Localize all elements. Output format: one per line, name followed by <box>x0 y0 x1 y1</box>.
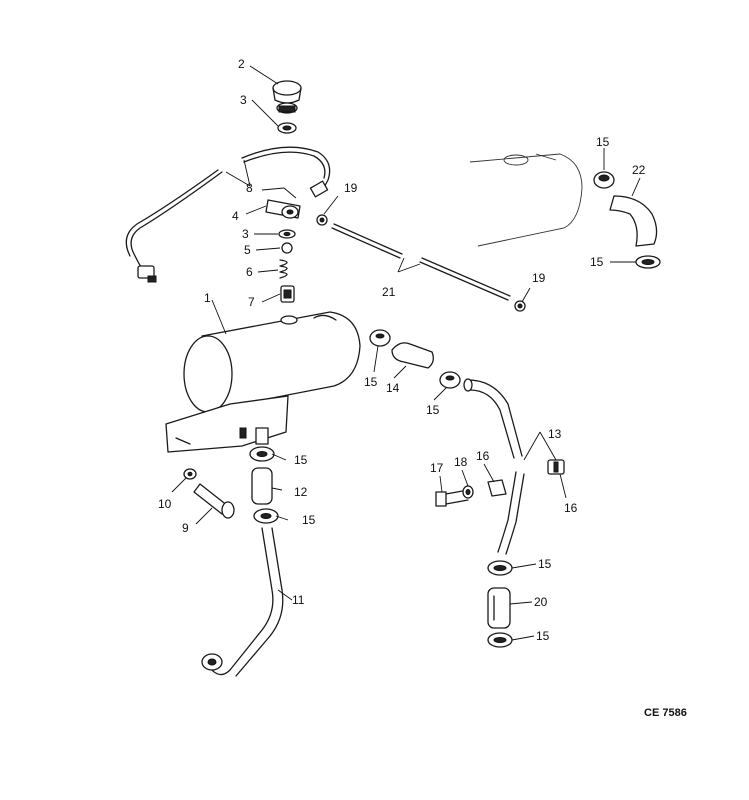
callout-12: 12 <box>294 485 308 499</box>
drain-pipe <box>201 527 284 677</box>
hose-clip-left <box>316 214 328 226</box>
rigid-pipe <box>463 378 525 555</box>
callout-6: 6 <box>246 265 253 279</box>
callout-18: 18 <box>454 455 468 469</box>
callout-14: 14 <box>386 381 400 395</box>
callout-16-right: 16 <box>564 501 578 515</box>
leader-lines <box>171 65 641 641</box>
callout-19-right: 19 <box>532 271 546 285</box>
callout-15-lower-right: 15 <box>590 255 604 269</box>
fuel-tank <box>165 311 361 453</box>
clamp-lower-pipe <box>487 560 513 576</box>
callout-15-tank: 15 <box>364 375 378 389</box>
sealing-washer-lower <box>278 229 296 239</box>
callout-15-left-lower: 15 <box>302 513 316 527</box>
callout-15-pipe-lower: 15 <box>538 557 552 571</box>
phantom-reservoir <box>469 153 583 247</box>
callout-21: 21 <box>382 285 396 299</box>
hose-clip-right <box>514 300 526 312</box>
spring <box>279 259 288 279</box>
callout-17: 17 <box>430 461 444 475</box>
callout-7: 7 <box>248 295 255 309</box>
clamp-left-upper <box>249 446 275 462</box>
clamp-tank-outlet <box>369 329 391 347</box>
figure-reference: CE 7586 <box>644 707 687 719</box>
breather-hose <box>125 146 331 283</box>
callout-2: 2 <box>238 57 245 71</box>
clamp-bottom <box>487 632 513 648</box>
mounting-bolt <box>193 483 235 519</box>
callout-16-left: 16 <box>476 449 490 463</box>
callout-labels: 2 3 8 19 4 3 5 6 7 1 21 19 15 14 15 15 2… <box>158 57 687 719</box>
callout-8: 8 <box>246 181 253 195</box>
ball-valve <box>281 242 293 254</box>
sealing-washer-upper <box>277 122 297 134</box>
clamp-upper-right <box>593 171 615 189</box>
valve-seat <box>280 285 295 303</box>
callout-20: 20 <box>534 595 548 609</box>
drain-hose <box>251 467 273 505</box>
callout-15-hose: 15 <box>426 403 440 417</box>
callout-15-upper-right: 15 <box>596 135 610 149</box>
callout-22: 22 <box>632 163 646 177</box>
tee-union <box>265 199 301 219</box>
callout-9: 9 <box>182 521 189 535</box>
braided-hose <box>331 223 511 301</box>
callout-13: 13 <box>548 427 562 441</box>
elbow-hose <box>609 195 658 247</box>
clamp-left-lower <box>253 508 279 524</box>
callout-1: 1 <box>204 291 211 305</box>
clamp-lower-right <box>635 255 661 269</box>
callout-4: 4 <box>232 209 239 223</box>
callout-19-left: 19 <box>344 181 358 195</box>
callout-11: 11 <box>292 593 305 607</box>
mounting-washer <box>183 468 197 480</box>
callout-10: 10 <box>158 497 172 511</box>
callout-3-upper: 3 <box>240 93 247 107</box>
callout-15-left-upper: 15 <box>294 453 308 467</box>
clip-bracket <box>487 479 507 497</box>
pipe-bracket <box>547 459 565 475</box>
clamp-hose-end <box>439 371 461 389</box>
callout-15-bottom: 15 <box>536 629 550 643</box>
washer-small <box>462 485 474 499</box>
filler-cap <box>272 80 302 114</box>
callout-3-lower: 3 <box>242 227 249 241</box>
short-hose <box>391 342 434 369</box>
connector-hose <box>487 587 511 629</box>
callout-5: 5 <box>244 243 251 257</box>
